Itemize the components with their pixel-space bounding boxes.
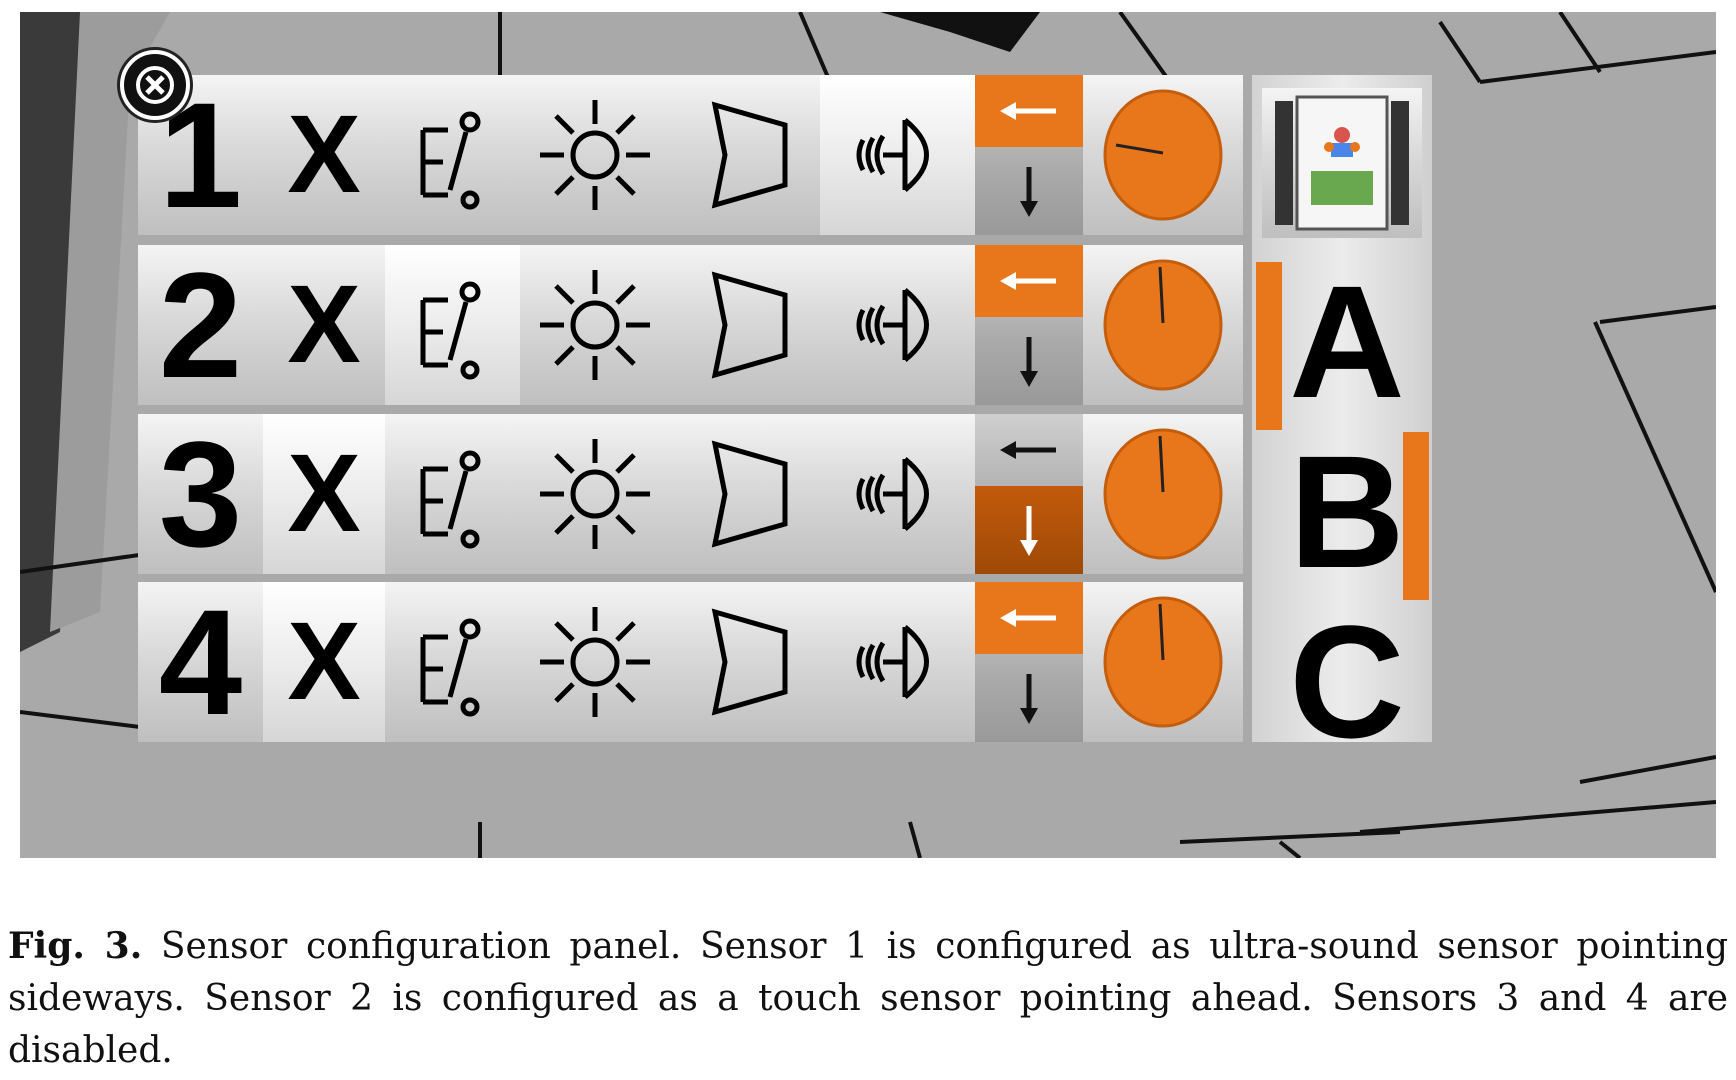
motor-port-b-button[interactable]: B [1282,432,1412,592]
caption-label: Fig. 3. [8,925,143,967]
arrow-left-icon [1000,609,1056,627]
arrow-down-icon [1020,674,1038,724]
sensor-row-4-direction-toggle[interactable] [975,582,1083,742]
figure-caption: Fig. 3. Sensor configuration panel. Sens… [8,920,1728,1077]
sensor-row-2-disable-button[interactable]: X [263,245,385,405]
motor-port-letter: B [1289,422,1405,601]
dial-icon [1103,89,1223,221]
sensor-row-2-direction-ahead[interactable] [975,317,1083,405]
disable-label: X [287,263,361,386]
port-number: 4 [158,578,243,746]
sensor-row-2-rotation-dial[interactable] [1083,245,1243,405]
arrow-down-icon [1020,337,1038,387]
sensor-row-2-direction-sideways[interactable] [975,245,1083,317]
sensor-row-3-direction-ahead[interactable] [975,486,1083,574]
dial-icon [1103,596,1223,728]
sensor-row-4-disable-button[interactable]: X [263,582,385,742]
touch-sensor-icon [408,100,498,210]
sensor-row-2-light-button[interactable] [520,245,670,405]
motor-port-c-button[interactable]: C [1282,602,1412,762]
sound-sensor-icon [695,95,795,215]
nxt-brick-icon [1275,95,1409,231]
close-button[interactable] [120,50,190,120]
sensor-row-2-ultrasound-button[interactable] [820,245,975,405]
sensor-row-4-ultrasound-button[interactable] [820,582,975,742]
sensor-row-1-rotation-dial[interactable] [1083,75,1243,235]
arrow-down-icon [1020,506,1038,556]
arrow-left-icon [1000,272,1056,290]
sensor-row-4-sound-button[interactable] [670,582,820,742]
sensor-row-3-light-button[interactable] [520,414,670,574]
motor-port-letter: C [1289,592,1405,771]
sensor-row-3-disable-button[interactable]: X [263,414,385,574]
disable-label: X [287,93,361,216]
sensor-row-3-ultrasound-button[interactable] [820,414,975,574]
port-number: 3 [158,410,243,578]
motor-port-b-indicator [1403,432,1429,600]
light-sensor-icon [530,90,660,220]
sensor-row-3-rotation-dial[interactable] [1083,414,1243,574]
motor-port-a-indicator [1256,262,1282,430]
sensor-row-1-ultrasound-button[interactable] [820,75,975,235]
motor-port-a-button[interactable]: A [1282,262,1412,422]
ultrasound-sensor-icon [843,439,953,549]
arrow-down-icon [1020,167,1038,217]
sensor-row-3-touch-button[interactable] [385,414,520,574]
sensor-row-3-port-label: 3 [138,414,263,574]
sensor-row-1-port-label: 1 [138,75,263,235]
light-sensor-icon [530,597,660,727]
arrow-left-icon [1000,441,1056,459]
sensor-row-3-sound-button[interactable] [670,414,820,574]
sensor-row-3-direction-sideways[interactable] [975,414,1083,486]
sensor-row-3-direction-toggle[interactable] [975,414,1083,574]
sensor-row-4-port-label: 4 [138,582,263,742]
sensor-row-2-port-label: 2 [138,245,263,405]
sensor-row-4-light-button[interactable] [520,582,670,742]
ultrasound-sensor-icon [843,100,953,210]
sensor-row-1-disable-button[interactable]: X [263,75,385,235]
sensor-row-1-sound-button[interactable] [670,75,820,235]
sensor-row-1-touch-button[interactable] [385,75,520,235]
light-sensor-icon [530,429,660,559]
arrow-left-icon [1000,102,1056,120]
sensor-row-2-direction-toggle[interactable] [975,245,1083,405]
ultrasound-sensor-icon [843,270,953,380]
light-sensor-icon [530,260,660,390]
sensor-row-4-rotation-dial[interactable] [1083,582,1243,742]
dial-icon [1103,259,1223,391]
sensor-row-4-direction-ahead[interactable] [975,654,1083,742]
sensor-row-4-touch-button[interactable] [385,582,520,742]
dial-icon [1103,428,1223,560]
sensor-row-2-sound-button[interactable] [670,245,820,405]
sensor-row-1-direction-toggle[interactable] [975,75,1083,235]
caption-text: Sensor configuration panel. Sensor 1 is … [8,926,1728,1071]
touch-sensor-icon [408,607,498,717]
motor-port-letter: A [1289,252,1405,431]
touch-sensor-icon [408,270,498,380]
sensor-row-4-direction-sideways[interactable] [975,582,1083,654]
disable-label: X [287,600,361,723]
sensor-row-2-touch-button[interactable] [385,245,520,405]
nxt-brick-button[interactable] [1262,88,1422,238]
sound-sensor-icon [695,602,795,722]
port-number: 2 [158,241,243,409]
sound-sensor-icon [695,434,795,554]
sound-sensor-icon [695,265,795,385]
sensor-row-1-direction-ahead[interactable] [975,147,1083,235]
touch-sensor-icon [408,439,498,549]
sensor-row-1-direction-sideways[interactable] [975,75,1083,147]
close-icon [136,66,174,104]
ultrasound-sensor-icon [843,607,953,717]
disable-label: X [287,432,361,555]
sensor-row-1-light-button[interactable] [520,75,670,235]
